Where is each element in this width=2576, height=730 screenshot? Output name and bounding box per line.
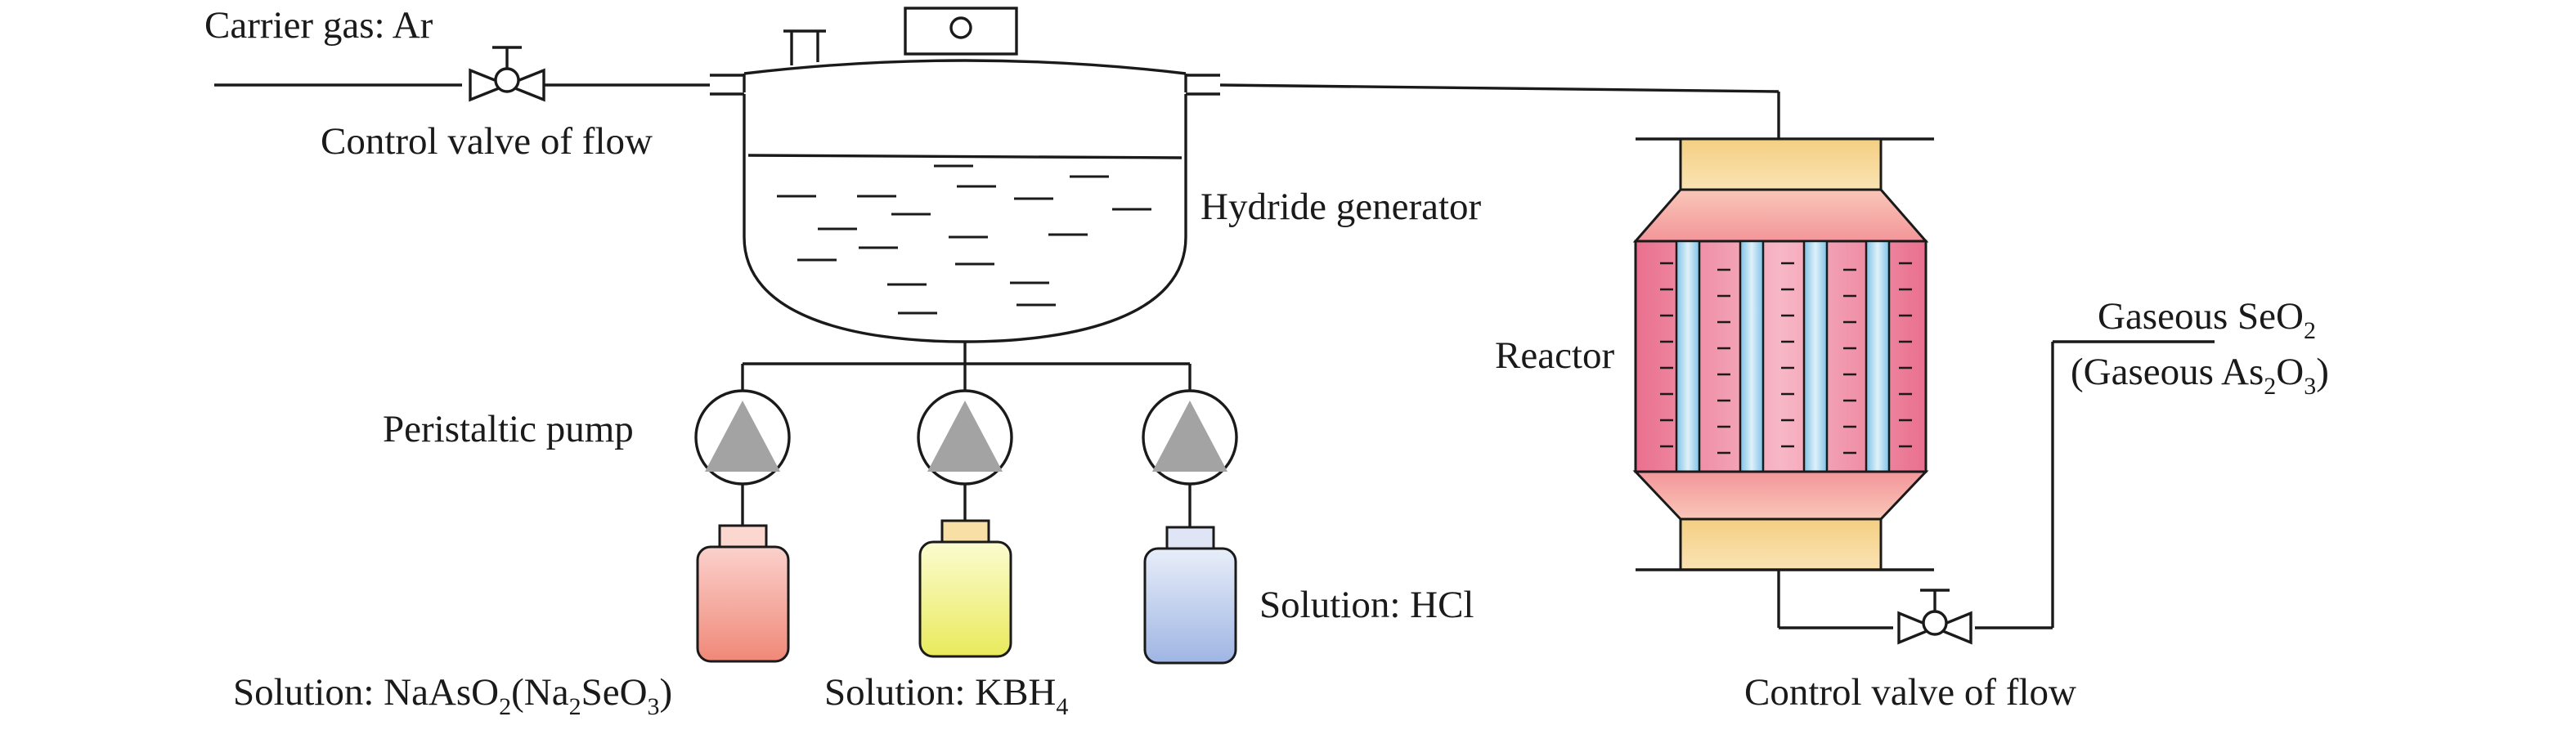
outlet-gas-line: [1777, 340, 2215, 629]
peristaltic-pump-1: [694, 389, 791, 486]
label-solution-hcl: Solution: HCl: [1259, 584, 1474, 626]
generator-to-reactor-line: [1219, 83, 1780, 139]
bottle-hcl: [1143, 484, 1237, 665]
reactor-dashes: [1660, 262, 1912, 455]
pump-feed-manifold: [741, 342, 1192, 392]
peristaltic-pump-3: [1142, 389, 1238, 486]
label-hydride-generator: Hydride generator: [1200, 186, 1482, 228]
reactor: [1632, 137, 1934, 571]
label-solution-kbh4: Solution: KBH4: [824, 671, 1068, 720]
label-gaseous-seo2: Gaseous SeO2: [2098, 295, 2316, 344]
label-carrier-gas: Carrier gas: Ar: [204, 4, 433, 47]
outlet-control-valve: [1897, 589, 1972, 645]
inlet-control-valve: [469, 46, 545, 102]
label-gaseous-as2o3: (Gaseous As2O3): [2071, 351, 2329, 400]
label-reactor: Reactor: [1495, 334, 1614, 377]
bottle-kbh4: [918, 484, 1012, 658]
label-control-valve-outlet: Control valve of flow: [1744, 671, 2076, 714]
label-control-valve-inlet: Control valve of flow: [321, 120, 653, 163]
label-solution-naaso2: Solution: NaAsO2(Na2SeO3): [233, 671, 672, 720]
hydride-generator-liquid: [777, 164, 1151, 315]
peristaltic-pump-2: [917, 389, 1013, 486]
label-peristaltic-pump: Peristaltic pump: [383, 408, 634, 450]
bottle-naaso2: [696, 484, 790, 663]
hydride-generator-vessel: [710, 7, 1220, 343]
